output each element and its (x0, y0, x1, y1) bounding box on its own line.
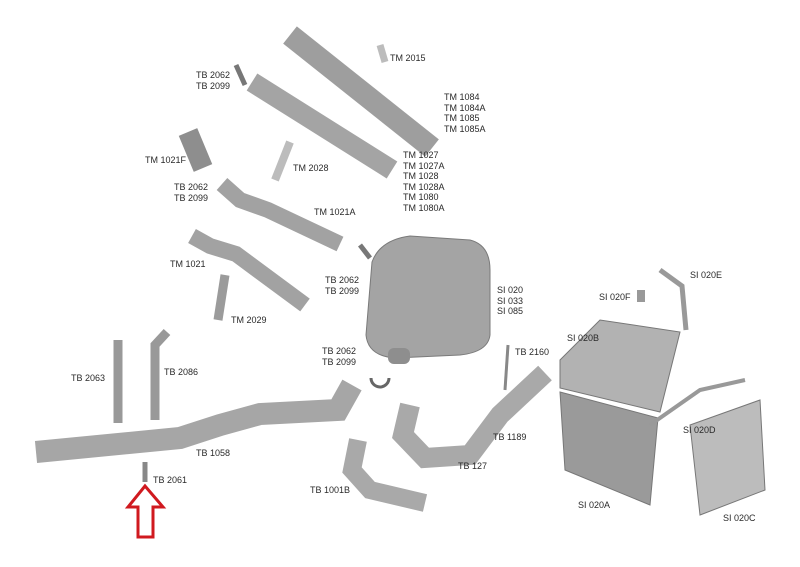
part-number: TM 1080A (403, 202, 445, 213)
guard-si020a (559, 391, 659, 506)
label-tm1021a: TM 1021A (314, 207, 356, 218)
part-number: TB 2160 (515, 347, 550, 357)
part-number: TB 2086 (164, 367, 199, 377)
label-si020e: SI 020E (690, 270, 722, 281)
part-number: TB 1058 (196, 448, 231, 458)
label-tb2160: TB 2160 (515, 347, 549, 358)
part-number: SI 020B (567, 333, 600, 343)
part-number: TM 1085A (444, 123, 486, 134)
clamp-2 (358, 243, 372, 260)
label-si020b: SI 020B (567, 333, 599, 344)
bracket-si020d (648, 378, 746, 427)
part-number: TB 2062 (174, 182, 209, 192)
part-number: TB 2099 (322, 356, 357, 367)
muffler-outlet (388, 348, 410, 364)
part-number: TB 2063 (71, 373, 106, 383)
label-tm1021: TM 1021 (170, 259, 206, 270)
muffler (365, 235, 491, 359)
bracket-tm2029 (213, 274, 230, 321)
part-number: TM 1028 (403, 171, 439, 181)
flex-pipe-lower (246, 73, 398, 179)
label-tb1189: TB 1189 (493, 432, 526, 443)
pipe-tb1058 (34, 379, 362, 463)
guard-si020c (689, 399, 766, 516)
part-number: TM 1084A (444, 102, 486, 113)
part-number: TM 1084 (444, 92, 480, 102)
bracket-tm2028 (271, 140, 294, 182)
part-number: TM 1027 (403, 150, 439, 160)
label-tm2029: TM 2029 (231, 315, 267, 326)
pipe-tm1021 (188, 229, 310, 312)
part-number: TM 2029 (231, 315, 267, 325)
pipe-tb1001b (342, 438, 428, 512)
label-tb1001b: TB 1001B (310, 485, 350, 496)
part-number: TB 2062 (196, 70, 231, 80)
part-number: SI 085 (497, 306, 524, 316)
part-number: TM 1021 (170, 259, 206, 269)
clamp-1 (233, 63, 248, 87)
part-number: SI 033 (497, 295, 524, 306)
part-number: SI 020D (683, 425, 716, 435)
label-tb127: TB 127 (458, 461, 487, 472)
bracket-si020e (658, 267, 689, 331)
red-up-arrow (124, 483, 167, 539)
part-number: TM 1021F (145, 155, 187, 165)
pipe-tm1021a (216, 178, 344, 252)
part-number: TM 1080 (403, 192, 439, 202)
part-number: TM 1028A (403, 181, 445, 192)
label-tb1058: TB 1058 (196, 448, 230, 459)
part-number: TB 2062 (322, 346, 357, 356)
clamp-ring (369, 377, 391, 389)
part-number: TB 2062 (325, 275, 360, 285)
part-number: SI 020C (723, 513, 756, 523)
flex-pipe-upper (283, 26, 439, 157)
guard-si020b (559, 319, 681, 413)
part-number: SI 020F (599, 292, 631, 302)
sleeve-tm1021f (178, 128, 213, 172)
part-number: TB 2099 (174, 192, 209, 203)
part-number: TB 2099 (325, 285, 360, 296)
label-tb2086: TB 2086 (164, 367, 198, 378)
label-si020f: SI 020F (599, 292, 631, 303)
part-number: TM 1021A (314, 207, 356, 217)
bracket-tb2160 (503, 344, 510, 391)
label-si020c: SI 020C (723, 513, 756, 524)
pipe-tb127 (392, 365, 552, 469)
label-tb2061: TB 2061 (153, 475, 187, 486)
part-number: TB 2099 (196, 80, 231, 91)
bracket-tb2086 (150, 328, 171, 420)
label-tm1021f: TM 1021F (145, 155, 186, 166)
part-number: TB 1001B (310, 485, 351, 495)
label-si020d: SI 020D (683, 425, 716, 436)
part-number: TM 1027A (403, 160, 445, 171)
bracket-tm2015 (376, 44, 389, 63)
part-number: TB 1189 (493, 432, 527, 442)
part-number: SI 020A (578, 500, 611, 510)
bracket-si020f (637, 290, 645, 302)
part-number: SI 020E (690, 270, 723, 280)
label-si020a: SI 020A (578, 500, 610, 511)
part-number: TM 2015 (390, 53, 426, 63)
part-number: SI 020 (497, 285, 524, 295)
part-number: TM 2028 (293, 163, 329, 173)
part-number: TB 127 (458, 461, 488, 471)
label-tm2028: TM 2028 (293, 163, 329, 174)
part-number: TM 1085 (444, 113, 480, 123)
part-number: TB 2061 (153, 475, 188, 485)
label-tm2015: TM 2015 (390, 53, 426, 64)
label-tb2063: TB 2063 (71, 373, 105, 384)
